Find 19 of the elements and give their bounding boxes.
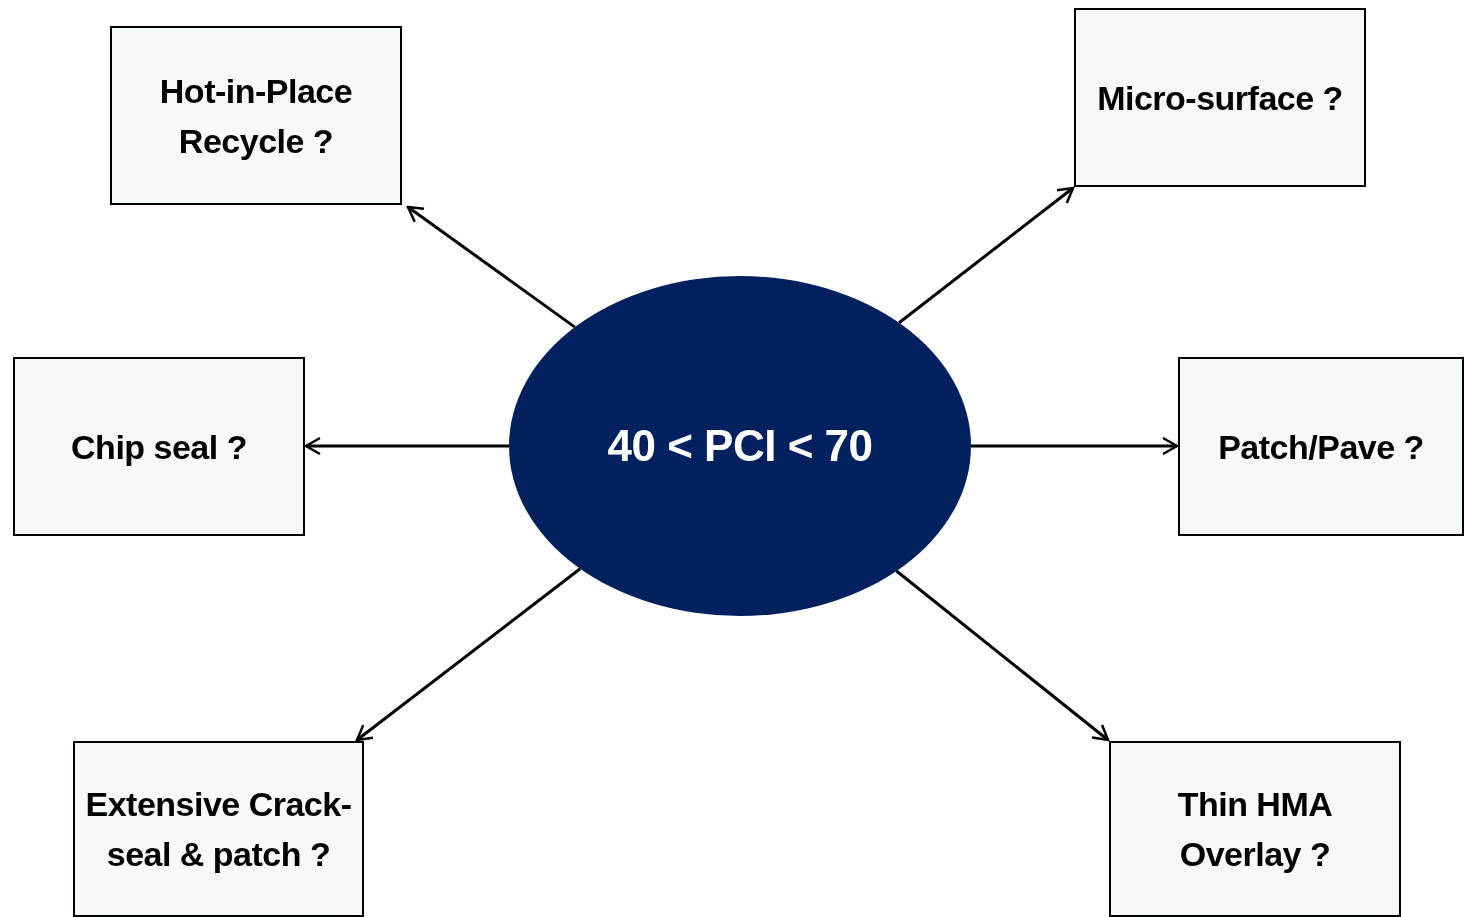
arrow xyxy=(355,567,582,742)
option-box xyxy=(1178,357,1464,536)
option-label: Extensive Crack-seal & patch ? xyxy=(84,784,353,875)
option-box xyxy=(1109,741,1401,917)
arrow xyxy=(898,186,1075,324)
option-label: Micro-surface ? xyxy=(1096,77,1344,119)
arrow xyxy=(406,205,576,329)
option-box xyxy=(110,26,402,205)
arrow xyxy=(895,569,1110,742)
option-label: Hot-in-Place Recycle ? xyxy=(158,70,354,162)
arrow xyxy=(304,436,509,456)
option-label: Patch/Pave ? xyxy=(1217,426,1425,468)
option-box xyxy=(1074,8,1366,187)
center-label: 40 < PCI < 70 xyxy=(606,421,874,471)
option-box xyxy=(13,357,305,536)
option-box xyxy=(73,741,364,917)
option-label: Chip seal ? xyxy=(70,426,248,468)
arrow xyxy=(971,436,1179,456)
option-label: Thin HMA Overlay ? xyxy=(1176,784,1334,875)
